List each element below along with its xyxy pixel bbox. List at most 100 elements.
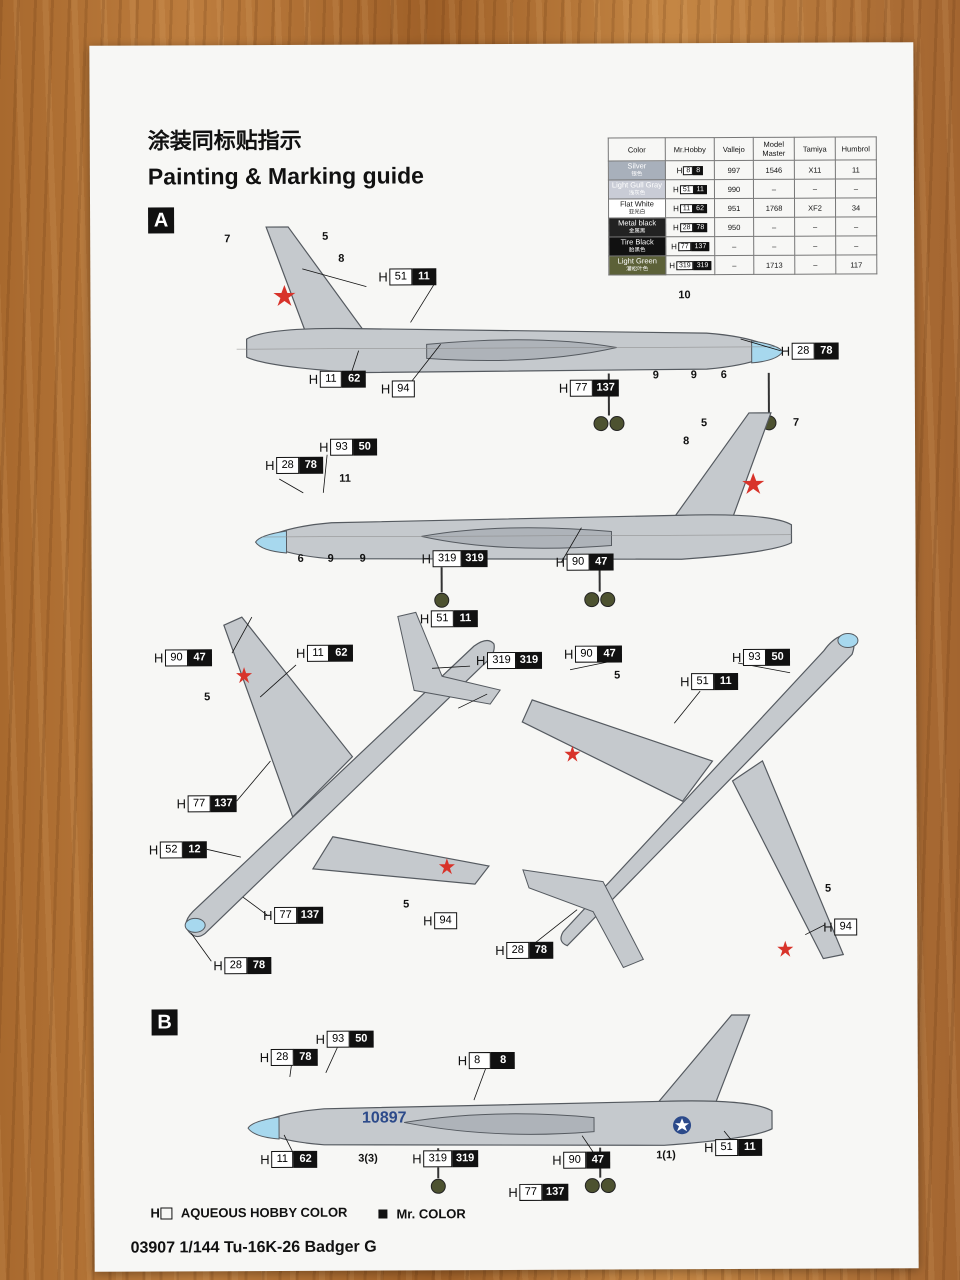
a4-tailplane [522, 869, 645, 969]
mr-color-code: 50 [765, 648, 790, 666]
mr-color-code: 78 [814, 342, 839, 360]
h-letter: H [780, 343, 791, 359]
mr-color-code: 50 [349, 1030, 374, 1048]
a1-main-wheel-rear [609, 416, 625, 432]
h-letter: H [421, 551, 431, 567]
b-nose-glazing [247, 1116, 280, 1140]
profile-b-side-view: 10897 [247, 1014, 773, 1194]
aqueous-code: 8 [469, 1052, 492, 1070]
aqueous-code: 77 [187, 795, 211, 813]
a3-star-left [236, 667, 253, 684]
aqueous-code: 93 [330, 438, 353, 456]
decal-number-label: 5 [700, 417, 708, 430]
aqueous-code: 51 [691, 673, 714, 691]
profile-a1-side-view [236, 226, 784, 432]
legend-aqueous: H AQUEOUS HOBBY COLOR [150, 1205, 347, 1221]
b-engine-nacelle [403, 1113, 595, 1135]
mr-color-code: 78 [246, 957, 272, 975]
aqueous-code: 319 [487, 651, 516, 670]
h-letter: H [558, 380, 569, 396]
b-main-wheel-front [584, 1178, 600, 1194]
decal-number-label: 5 [824, 882, 832, 895]
h-letter: H [412, 1151, 422, 1167]
decal-number-label: 5 [322, 230, 329, 243]
mr-color-code: 62 [342, 370, 367, 388]
decal-number-label: 1(1) [656, 1149, 676, 1162]
aqueous-code: 52 [160, 841, 183, 859]
mr-color-code: 137 [592, 379, 619, 397]
aqueous-code: 51 [431, 610, 454, 628]
h-letter: H [419, 611, 430, 627]
a4-right-wing [731, 759, 845, 960]
h-letter: H [153, 650, 164, 666]
h-letter: H [260, 1152, 270, 1168]
aqueous-code: 11 [271, 1150, 294, 1169]
a2-main-wheel-front [584, 592, 600, 608]
aqueous-code: 28 [276, 456, 299, 474]
decal-number-label: 6 [720, 369, 727, 382]
decal-number-label: 9 [327, 552, 334, 565]
decal-number-label: 8 [683, 435, 690, 448]
a3-nose-glazing [184, 917, 206, 933]
aqueous-code: 90 [566, 553, 590, 571]
a3-tailplane [397, 611, 501, 705]
decal-number-label: 7 [224, 233, 231, 246]
aqueous-code: 51 [715, 1138, 738, 1157]
mr-color-code: 11 [713, 672, 738, 691]
a3-left-wing [223, 616, 354, 819]
mr-color-code: 11 [411, 268, 437, 286]
mr-color-code: 137 [541, 1183, 569, 1201]
aqueous-code: 28 [792, 342, 815, 360]
aqueous-code: 319 [423, 1150, 452, 1168]
h-letter: H [457, 1053, 468, 1069]
h-letter: H [319, 439, 329, 455]
mr-color-code: 319 [461, 550, 488, 568]
a2-main-wheel-rear [600, 592, 616, 608]
decal-number-label: 3(3) [358, 1152, 378, 1165]
h-letter: H [176, 796, 187, 812]
h-letter: H [508, 1184, 518, 1200]
a4-star-right [777, 940, 794, 957]
legend-aqueous-box [160, 1206, 173, 1220]
aqueous-code: 90 [563, 1151, 586, 1169]
mr-color-code: 47 [585, 1151, 610, 1169]
mr-color-code: 12 [182, 841, 207, 859]
decal-number-label: 6 [297, 552, 304, 565]
h-letter: H [563, 646, 574, 662]
a2-star-marking [742, 472, 765, 494]
decal-number-label: 5 [403, 898, 410, 911]
a3-fuselage [185, 639, 495, 938]
legend-mr-color: Mr. COLOR [378, 1206, 466, 1221]
h-letter: H [295, 645, 306, 661]
a4-left-wing [521, 699, 714, 802]
h-letter: H [555, 554, 566, 570]
mr-color-code: 319 [451, 1150, 479, 1168]
decal-number-label: 9 [359, 552, 366, 565]
h-letter: H [475, 653, 486, 669]
decal-number-label: 5 [614, 669, 621, 682]
profile-a4-bottom-view [521, 632, 859, 969]
